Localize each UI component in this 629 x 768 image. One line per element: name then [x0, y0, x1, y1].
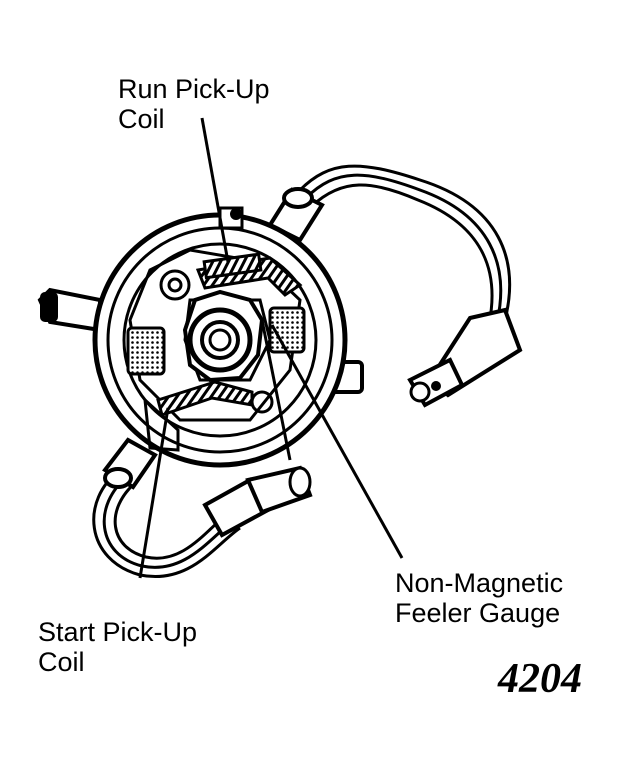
run-pickup-coil: [195, 252, 303, 297]
start-pickup-coil-label: Start Pick-Up Coil: [38, 617, 197, 677]
feeler-gauge-leader: [270, 324, 404, 559]
feeler-gauge-strip: [260, 319, 292, 461]
reluctor-shaft: [182, 289, 265, 383]
run-pickup-coil-label-line2: Coil: [118, 104, 165, 134]
pole-piece-left: [126, 326, 166, 376]
run-coil-leader: [200, 117, 230, 263]
run-pickup-coil-label-line1: Run Pick-Up: [118, 74, 270, 104]
start-pickup-coil-label-line1: Start Pick-Up: [38, 617, 198, 647]
upper-wire-harness: [298, 164, 512, 325]
feeler-gauge-label-line1: Non-Magnetic: [395, 568, 564, 598]
start-pickup-coil: [156, 380, 254, 417]
left-mounting-lug: [37, 287, 102, 333]
feeler-gauge-label-line2: Feeler Gauge: [395, 598, 561, 628]
feeler-gauge-label: Non-Magnetic Feeler Gauge: [395, 568, 563, 628]
lower-wire-grommet: [102, 437, 158, 490]
start-pickup-coil-label-line2: Coil: [38, 647, 85, 677]
upper-connector-plug: [407, 307, 523, 408]
figure-number: 4204: [498, 656, 582, 702]
run-pickup-coil-label: Run Pick-Up Coil: [118, 74, 270, 134]
start-coil-leader: [138, 407, 170, 579]
leader-lines: [138, 117, 404, 579]
lower-connector-plug: [202, 465, 313, 538]
